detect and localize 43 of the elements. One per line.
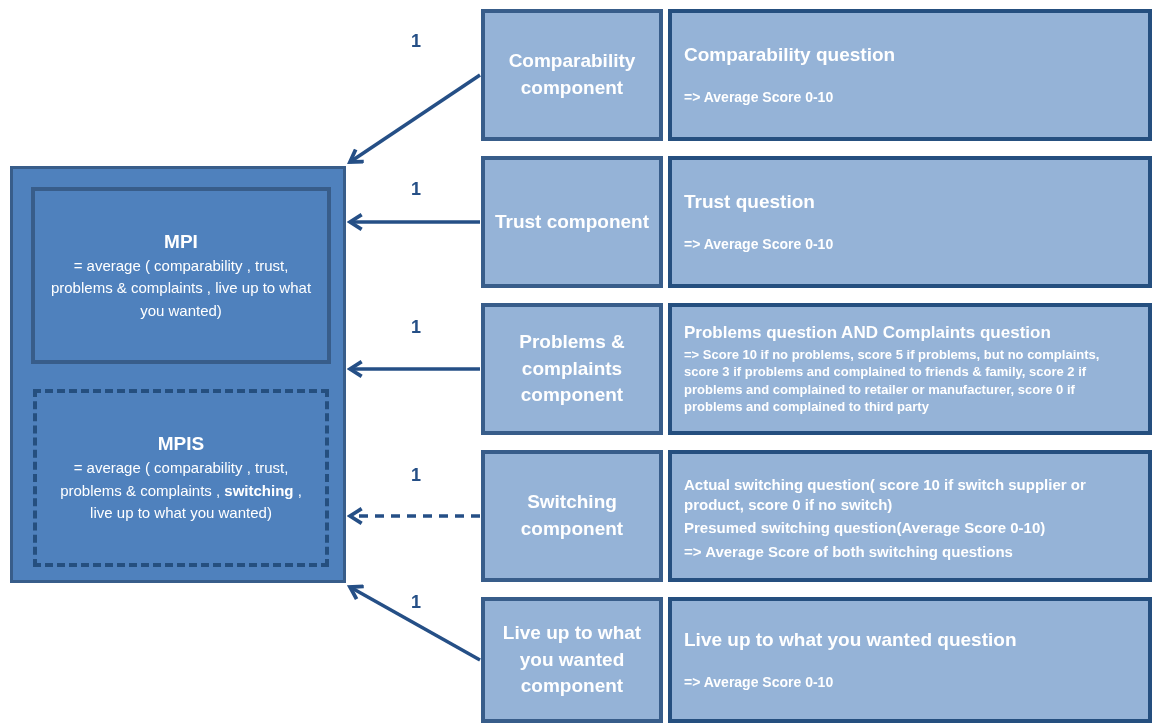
component-box bbox=[481, 597, 663, 723]
edge-label: 1 bbox=[411, 591, 421, 613]
arrow bbox=[348, 359, 480, 379]
component-label: Trust component bbox=[494, 209, 650, 234]
component-box bbox=[481, 303, 663, 435]
question-title: Problems question AND Complaints question bbox=[684, 322, 1052, 344]
formula-text: = average ( comparability , trust, problems & complaints , live up to what you wanted) bbox=[49, 255, 313, 321]
score-text: => Average Score 0-10 bbox=[684, 88, 835, 108]
question-box bbox=[668, 9, 1152, 141]
question-title: Live up to what you wanted question bbox=[684, 627, 1018, 652]
score-text: => Score 10 if no problems, score 5 if problems, but no complaints, score 3 if problems and complained to friends & family, score 2 if problems and complained to retailer or manufacturer, score 0 if problems and complained to third party bbox=[684, 345, 1101, 416]
component-label: Live up to what you wanted component bbox=[501, 621, 643, 699]
question-title: Comparability question bbox=[684, 42, 897, 67]
dashed-arrow bbox=[348, 506, 480, 526]
question-title: Trust question bbox=[684, 189, 816, 214]
index-panel bbox=[10, 166, 346, 583]
question-box bbox=[668, 303, 1152, 435]
edge-label: 1 bbox=[411, 178, 421, 200]
edge-label: 1 bbox=[411, 316, 421, 338]
component-label: Problems & complaints component bbox=[518, 330, 626, 408]
arrow bbox=[348, 73, 481, 164]
question-box bbox=[668, 597, 1152, 723]
formula-text: = average ( comparability , trust, problems & complaints , switching , live up to what you wanted) bbox=[59, 458, 303, 524]
question-text: Actual switching question( score 10 if switch supplier or product, score 0 if no switch) bbox=[684, 475, 1087, 514]
score-text: => Average Score 0-10 bbox=[684, 235, 835, 255]
dashed-index-box bbox=[33, 389, 329, 567]
component-box bbox=[481, 9, 663, 141]
question-text: => Average Score of both switching questions bbox=[684, 541, 1014, 561]
index-title: MPIS bbox=[157, 432, 205, 457]
question-box bbox=[668, 156, 1152, 288]
edge-label: 1 bbox=[411, 464, 421, 486]
index-box bbox=[31, 187, 331, 364]
arrow bbox=[348, 212, 480, 232]
question-box bbox=[668, 450, 1152, 582]
component-box bbox=[481, 156, 663, 288]
component-label: Comparability component bbox=[507, 49, 637, 100]
question-text: Presumed switching question(Average Score 0-10) bbox=[684, 518, 1047, 538]
component-box bbox=[481, 450, 663, 582]
score-text: => Average Score 0-10 bbox=[684, 673, 835, 693]
arrow bbox=[348, 584, 481, 662]
index-title: MPI bbox=[164, 229, 198, 254]
edge-label: 1 bbox=[411, 30, 421, 52]
component-label: Switching component bbox=[519, 490, 625, 541]
